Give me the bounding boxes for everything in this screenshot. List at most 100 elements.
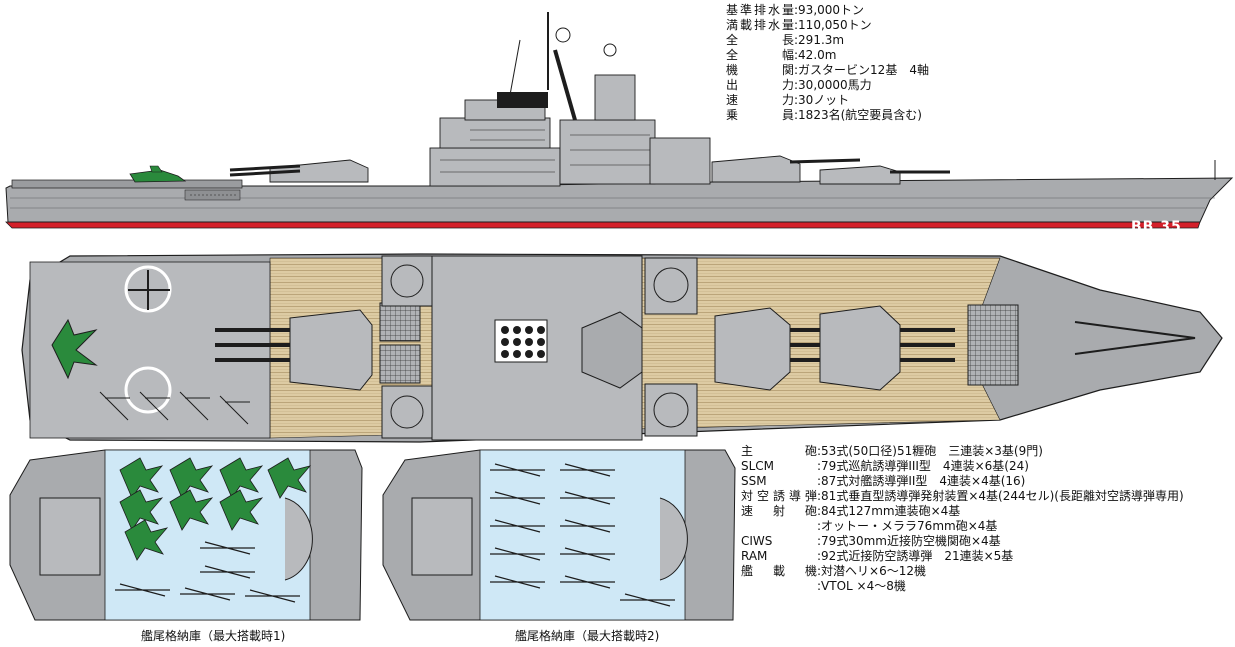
spec-separator: : [794,63,799,77]
spec-row: 速力:30ノット [726,93,929,108]
spec-value: 81式垂直型誘導弾発射装置×4基(244セル)(長距離対空誘導弾専用) [821,489,1184,503]
spec-value: 30ノット [798,93,850,107]
waterline-stripe [5,221,1201,229]
spec-value: ガスタービン12基 4軸 [798,63,929,77]
spec-key: 基準排水量 [726,3,794,17]
spec-separator: : [817,459,822,473]
spec-row: 主砲:53式(50口径)51糎砲 三連装×3基(9門) [741,444,1184,459]
spec-row: 満載排水量:110,050トン [726,18,929,33]
spec-value: 110,050トン [798,18,872,32]
spec-key: 主砲 [741,444,817,458]
hangar-2-helicopter-group [490,463,675,607]
vls-aft-2 [379,344,421,384]
superstructure-side [429,12,711,187]
anchor-gear [1074,321,1196,355]
funnel-cap [497,92,548,108]
vls-fore [967,304,1019,386]
spec-value: 対潜ヘリ×6〜12機 [821,564,927,578]
spec-row: :VTOL ×4〜8機 [741,579,1184,594]
flight-deck-side [11,179,243,189]
spec-separator: : [794,33,799,47]
hangar-1-helicopter-group [115,541,300,603]
spec-value: 79式30mm近接防空機関砲×4基 [821,534,1001,548]
vls-aft-1 [379,302,421,342]
spec-separator: : [817,489,822,503]
spec-key: 対空誘導弾 [741,489,817,503]
spec-key: CIWS [741,534,773,548]
spec-separator: : [817,444,822,458]
hull-number: BB 35 [1131,219,1182,235]
spec-key: 機関 [726,63,794,77]
spec-separator: : [794,48,799,62]
spec-key: 全長 [726,33,794,47]
deck-helicopters [99,391,250,425]
spec-row: 艦載機:対潜ヘリ×6〜12機 [741,564,1184,579]
hangar-2-view [382,449,736,621]
top-view [21,253,1223,443]
spec-row: 全幅:42.0m [726,48,929,63]
spec-row: 対空誘導弾:81式垂直型誘導弾発射装置×4基(244セル)(長距離対空誘導弾専用… [741,489,1184,504]
spec-value: VTOL ×4〜8機 [821,579,906,593]
spec-key: 出力 [726,78,794,92]
spec-row: 速射砲:84式127mm連装砲×4基 [741,504,1184,519]
spec-value: 93,000トン [798,3,865,17]
aft-turret-side [269,159,369,183]
spec-separator: : [794,3,799,17]
spec-value: 1823名(航空要員含む) [798,108,922,122]
spec-value: 84式127mm連装砲×4基 [821,504,961,518]
spec-value: 87式対艦誘導弾II型 4連装×4基(16) [821,474,1026,488]
spec-separator: : [794,18,799,32]
spec-key: 満載排水量 [726,18,794,32]
spec-value: 53式(50口径)51糎砲 三連装×3基(9門) [821,444,1043,458]
hangar-2-bay [479,449,686,621]
hangar-2-caption: 艦尾格納庫（最大搭載時2) [515,629,660,643]
spec-separator: : [817,564,822,578]
spec-separator: : [817,504,822,518]
hangar-1-view [9,449,363,621]
fore-turret-2-side [711,155,801,183]
spec-row: 基準排水量:93,000トン [726,3,929,18]
hangar-1-vtol-group [119,457,312,561]
spec-value: 291.3m [798,33,845,47]
spec-key: RAM [741,549,768,563]
spec-value: 30,0000馬力 [798,78,872,92]
spec-separator: : [817,549,822,563]
spec-key: 艦載機 [741,564,817,578]
vtol-top-icon [51,318,98,380]
spec-key: SLCM [741,459,775,473]
spec-value: 42.0m [798,48,837,62]
specs-bottom: 主砲:53式(50口径)51糎砲 三連装×3基(9門)SLCM:79式巡航誘導弾… [741,444,1184,594]
spec-key: 乗員 [726,108,794,122]
spec-row: 全長:291.3m [726,33,929,48]
spec-key: 全幅 [726,48,794,62]
spec-separator: : [817,519,822,533]
helipad-2 [124,366,172,414]
spec-key: SSM [741,474,767,488]
spec-separator: : [794,78,799,92]
spec-row: 出力:30,0000馬力 [726,78,929,93]
side-profile [5,12,1234,229]
spec-row: SLCM:79式巡航誘導弾III型 4連装×6基(24) [741,459,1184,474]
spec-key: 速射砲 [741,504,817,518]
spec-key: 速力 [726,93,794,107]
spec-row: :オットー・メララ76mm砲×4基 [741,519,1184,534]
fore-turret-1-side [819,165,901,185]
spec-row: 乗員:1823名(航空要員含む) [726,108,929,123]
spec-row: CIWS:79式30mm近接防空機関砲×4基 [741,534,1184,549]
aft-turret-top [215,309,373,391]
spec-row: SSM:87式対艦誘導弾II型 4連装×4基(16) [741,474,1184,489]
spec-row: RAM:92式近接防空誘導弾 21連装×5基 [741,549,1184,564]
spec-separator: : [817,579,822,593]
spec-value: オットー・メララ76mm砲×4基 [821,519,998,533]
fore-turret-2-top [714,307,840,391]
spec-value: 79式巡航誘導弾III型 4連装×6基(24) [821,459,1029,473]
hangar-1-caption: 艦尾格納庫（最大搭載時1) [141,629,286,643]
spec-value: 92式近接防空誘導弾 21連装×5基 [821,549,1014,563]
spec-row: 機関:ガスタービン12基 4軸 [726,63,929,78]
helicopter-icon [128,270,170,310]
spec-separator: : [794,108,799,122]
fore-turret-1-top [819,305,955,391]
spec-separator: : [817,474,822,488]
